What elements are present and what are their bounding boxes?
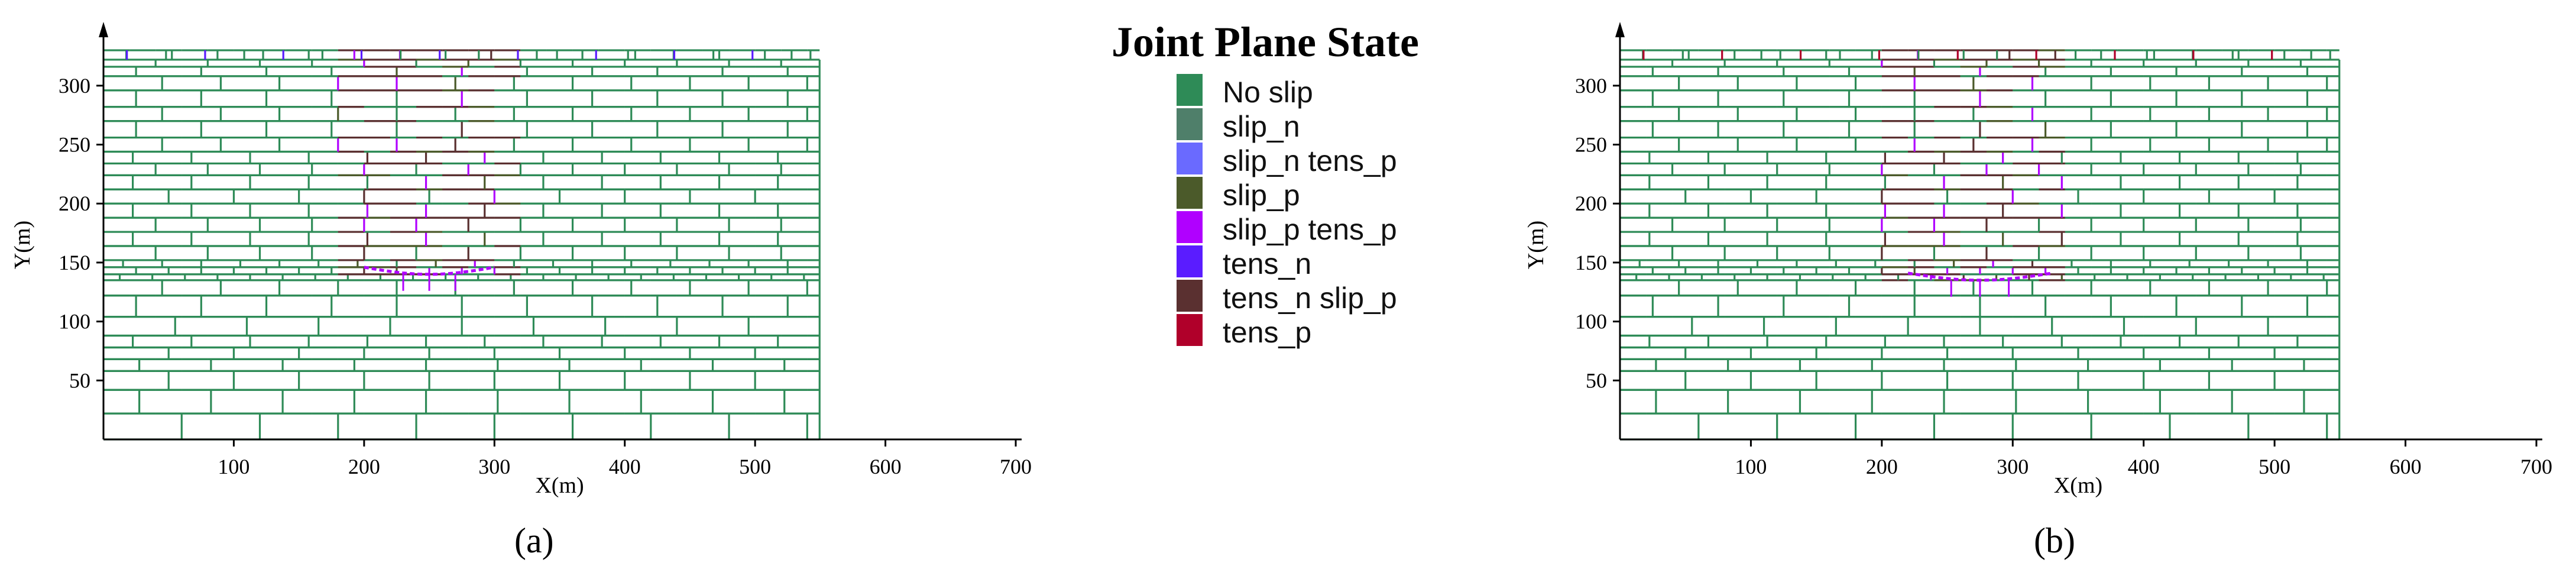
- x-axis-label-a: X(m): [535, 473, 584, 498]
- y-tick-label: 100: [1575, 310, 1607, 334]
- x-tick-label: 200: [1866, 455, 1898, 478]
- y-tick-label: 250: [1575, 133, 1607, 157]
- x-tick-label: 600: [870, 455, 902, 478]
- y-tick-label: 150: [59, 251, 90, 274]
- x-tick-label: 700: [2520, 455, 2552, 478]
- excavation-boundary: [1907, 271, 2053, 282]
- x-tick-label: 100: [218, 455, 250, 478]
- y-tick-label: 50: [1586, 368, 1607, 392]
- panel-label-a: (a): [514, 521, 554, 560]
- y-tick-label: 100: [59, 310, 90, 334]
- model-plot-b: 100 200 300 400 500 600 700 50 100 150 200 250 300 X…: [1524, 22, 2552, 498]
- x-axis-label-b: X(m): [2054, 473, 2102, 498]
- x-tick-label: 600: [2390, 455, 2422, 478]
- x-tick-label: 300: [478, 455, 510, 478]
- legend-label: slip_n: [1223, 110, 1300, 143]
- legend-label: No slip: [1223, 76, 1313, 109]
- legend-swatch: [1177, 245, 1203, 277]
- x-tick-label: 500: [2259, 455, 2290, 478]
- x-tick-label: 400: [609, 455, 641, 478]
- legend-swatch: [1177, 108, 1203, 140]
- y-axis-arrow: [1615, 22, 1625, 37]
- legend-swatch: [1177, 280, 1203, 312]
- y-tick-label: 200: [1575, 192, 1607, 215]
- legend-label: tens_p: [1223, 316, 1312, 349]
- excavation-boundary: [364, 266, 495, 276]
- x-tick-label: 100: [1735, 455, 1767, 478]
- block-mesh-b: [1620, 49, 2341, 441]
- legend-title: Joint Plane State: [1112, 18, 1419, 66]
- model-plot-a: 100 200 300 400 500 600 700 50 100 150 200 250 300 X…: [10, 22, 1032, 498]
- axes-a: 100 200 300 400 500 600 700 50 100 150 200 250 300: [59, 22, 1032, 478]
- x-tick-label: 200: [348, 455, 380, 478]
- legend-swatch: [1177, 143, 1203, 174]
- legend-label: tens_n slip_p: [1223, 282, 1397, 315]
- y-tick-label: 300: [1575, 74, 1607, 98]
- legend-swatch: [1177, 74, 1203, 106]
- legend-swatch: [1177, 211, 1203, 243]
- y-axis-arrow: [99, 22, 108, 37]
- y-axis-label-b: Y(m): [1524, 221, 1548, 269]
- y-tick-label: 300: [59, 74, 90, 98]
- legend-label: tens_n: [1223, 247, 1312, 280]
- y-tick-label: 250: [59, 133, 90, 157]
- legend-label: slip_n tens_p: [1223, 144, 1397, 177]
- y-tick-label: 200: [59, 192, 90, 215]
- x-tick-label: 500: [739, 455, 771, 478]
- axes-b: 100 200 300 400 500 600 700 50 100 150 200 250 300: [1575, 22, 2552, 478]
- y-tick-label: 150: [1575, 251, 1607, 274]
- legend-label: slip_p: [1223, 179, 1300, 212]
- x-tick-label: 300: [1997, 455, 2029, 478]
- legend-label: slip_p tens_p: [1223, 213, 1397, 246]
- x-tick-label: 400: [2128, 455, 2160, 478]
- x-tick-label: 700: [1000, 455, 1032, 478]
- y-axis-label-a: Y(m): [10, 221, 35, 269]
- legend-swatch: [1177, 314, 1203, 346]
- y-tick-label: 50: [69, 368, 90, 392]
- block-mesh-a: [103, 49, 821, 441]
- legend-swatch: [1177, 177, 1203, 209]
- panel-label-b: (b): [2034, 521, 2075, 560]
